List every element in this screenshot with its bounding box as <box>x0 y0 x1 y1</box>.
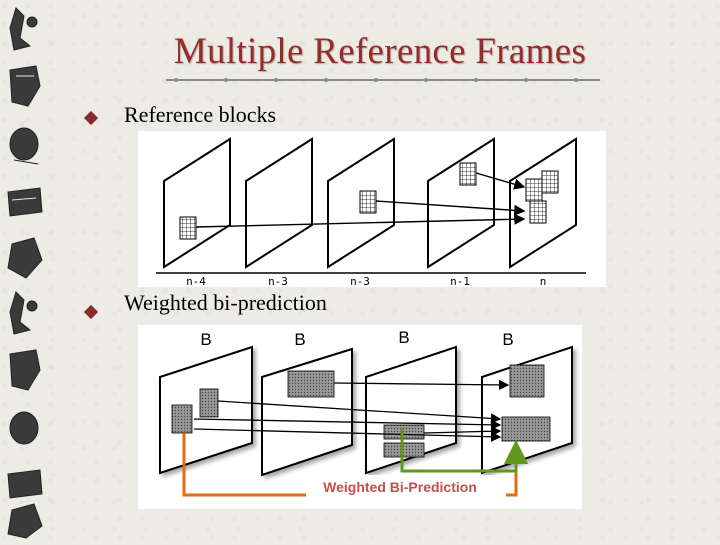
b-frame-3 <box>365 345 457 475</box>
block-b1-a <box>171 404 193 434</box>
frame-label: n-1 <box>450 275 470 287</box>
cur-block-2 <box>541 170 559 194</box>
cur-block-1 <box>525 178 543 202</box>
title-divider <box>166 78 600 82</box>
frame-label: n-3 <box>268 275 288 287</box>
block-b2 <box>287 370 335 398</box>
frame-label: n-3 <box>350 275 370 287</box>
pred-arrow-5 <box>193 428 502 442</box>
hieroglyph-border-icon <box>7 7 43 539</box>
block-b4-b <box>501 416 551 442</box>
decorative-border <box>0 0 52 540</box>
page-title: Multiple Reference Frames <box>173 31 587 72</box>
block-b4-a <box>509 364 545 398</box>
ref-block-n-4 <box>179 216 197 240</box>
frame-type-label: B <box>294 330 305 349</box>
frame-n-1 <box>427 137 495 269</box>
cur-block-3 <box>529 200 547 224</box>
block-b3-b <box>383 442 425 458</box>
pred-arrow-3 <box>333 379 510 391</box>
ref-block-n-3 <box>359 190 377 214</box>
pred-arrow-1 <box>193 418 502 431</box>
block-b3-a <box>383 424 425 440</box>
weighted-biprediction-figure: B B B B Wei <box>138 325 582 509</box>
frame-n-4 <box>163 137 231 269</box>
pred-arrow-4 <box>423 426 502 437</box>
ref-block-n-1 <box>459 162 477 186</box>
b-frame-2 <box>261 347 353 477</box>
frame-type-label: B <box>398 328 409 347</box>
block-b1-b <box>199 388 219 418</box>
motion-arrow-3 <box>475 172 526 190</box>
bullet-text: Reference blocks <box>124 102 277 127</box>
frame-n-3a <box>245 137 313 269</box>
motion-arrow-2 <box>375 200 526 216</box>
frame-type-label: B <box>200 330 211 349</box>
motion-arrow-1 <box>195 213 526 228</box>
frame-type-label: B <box>502 330 513 349</box>
weighted-bi-prediction-caption: Weighted Bi-Prediction <box>323 479 477 495</box>
reference-blocks-figure: n-4 n-3 n-3 n-1 n <box>138 131 606 288</box>
pred-arrow-2 <box>217 400 502 424</box>
frame-label: n-4 <box>186 275 206 287</box>
bullet-text: Weighted bi-prediction <box>124 290 327 315</box>
frame-label: n <box>540 275 547 287</box>
